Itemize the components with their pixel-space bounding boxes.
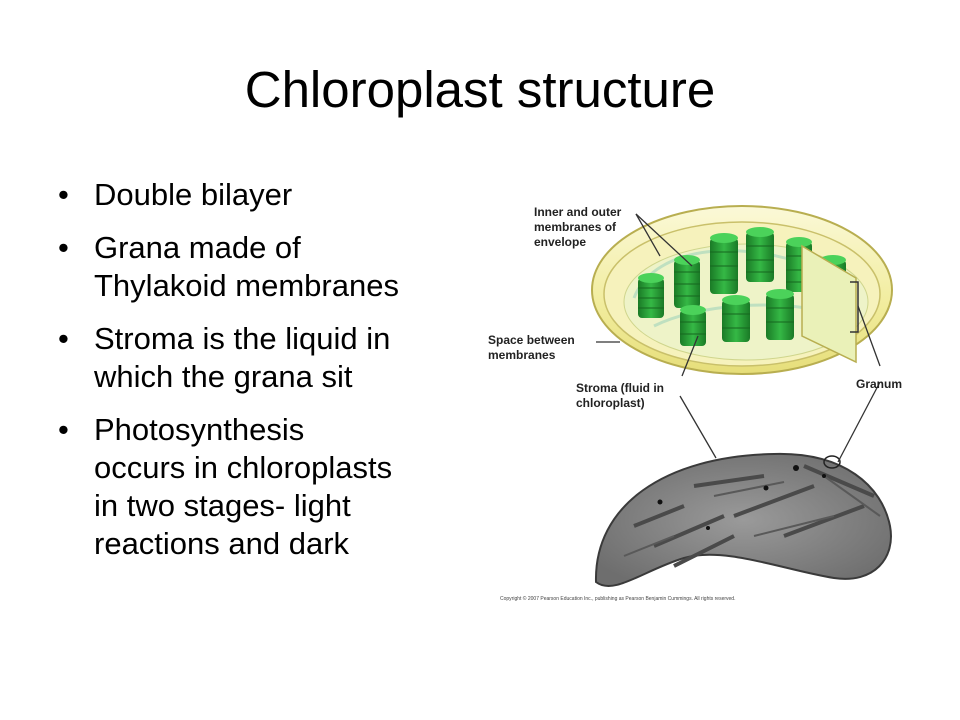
granum-stack xyxy=(638,273,664,318)
copyright-notice: Copyright © 2007 Pearson Education Inc.,… xyxy=(500,595,735,602)
granum-stack xyxy=(722,295,750,342)
bullet-line: Thylakoid membranes xyxy=(94,268,399,303)
granum-stack xyxy=(710,233,738,294)
cutaway-face xyxy=(801,244,857,364)
granum-marker xyxy=(823,455,841,469)
label-stroma: Stroma (fluid in xyxy=(576,381,664,395)
slide-title: Chloroplast structure xyxy=(244,61,716,118)
bullet-item: • Stroma is the liquid in which the gran… xyxy=(58,320,478,396)
granum-stack xyxy=(680,305,706,346)
bullet-line: Photosynthesis xyxy=(94,412,305,447)
bullet-line: Grana made of xyxy=(94,230,301,265)
label-inner-outer-membranes: membranes of xyxy=(534,220,617,234)
granum-stack xyxy=(674,255,700,308)
bullet-list: • Double bilayer • Grana made of Thylako… xyxy=(58,176,478,578)
chloroplast-figure: Inner and outer membranes of envelope Sp… xyxy=(484,186,954,606)
granum-stack xyxy=(766,289,794,340)
label-inner-outer-membranes: envelope xyxy=(534,235,586,249)
bullet-line: which the grana sit xyxy=(94,359,353,394)
bullet-line: Stroma is the liquid in xyxy=(94,321,391,356)
bullet-item: • Grana made of Thylakoid membranes xyxy=(58,229,478,305)
label-granum: Granum xyxy=(856,377,902,391)
granum-stack xyxy=(746,227,774,282)
label-inner-outer-membranes: Inner and outer xyxy=(534,205,622,219)
bullet-icon: • xyxy=(58,321,69,356)
bullet-line: Double bilayer xyxy=(94,177,293,212)
bullet-item: • Double bilayer xyxy=(58,176,478,214)
bullet-line: reactions and dark xyxy=(94,526,350,561)
figure-labels: Inner and outer membranes of envelope Sp… xyxy=(488,205,902,602)
label-space-between-membranes: membranes xyxy=(488,348,556,362)
label-space-between-membranes: Space between xyxy=(488,333,575,347)
bullet-line: in two stages- light xyxy=(94,488,351,523)
grana-stacks xyxy=(638,227,857,364)
label-stroma: chloroplast) xyxy=(576,396,645,410)
bullet-icon: • xyxy=(58,412,69,447)
bullet-line: occurs in chloroplasts xyxy=(94,450,393,485)
electron-micrograph xyxy=(594,452,892,587)
chloroplast-diagram: Inner and outer membranes of envelope Sp… xyxy=(488,205,902,602)
bullet-item: • Photosynthesis occurs in chloroplasts … xyxy=(58,411,478,563)
bullet-icon: • xyxy=(58,230,69,265)
bullet-icon: • xyxy=(58,177,69,212)
pointer-lines xyxy=(596,213,881,463)
